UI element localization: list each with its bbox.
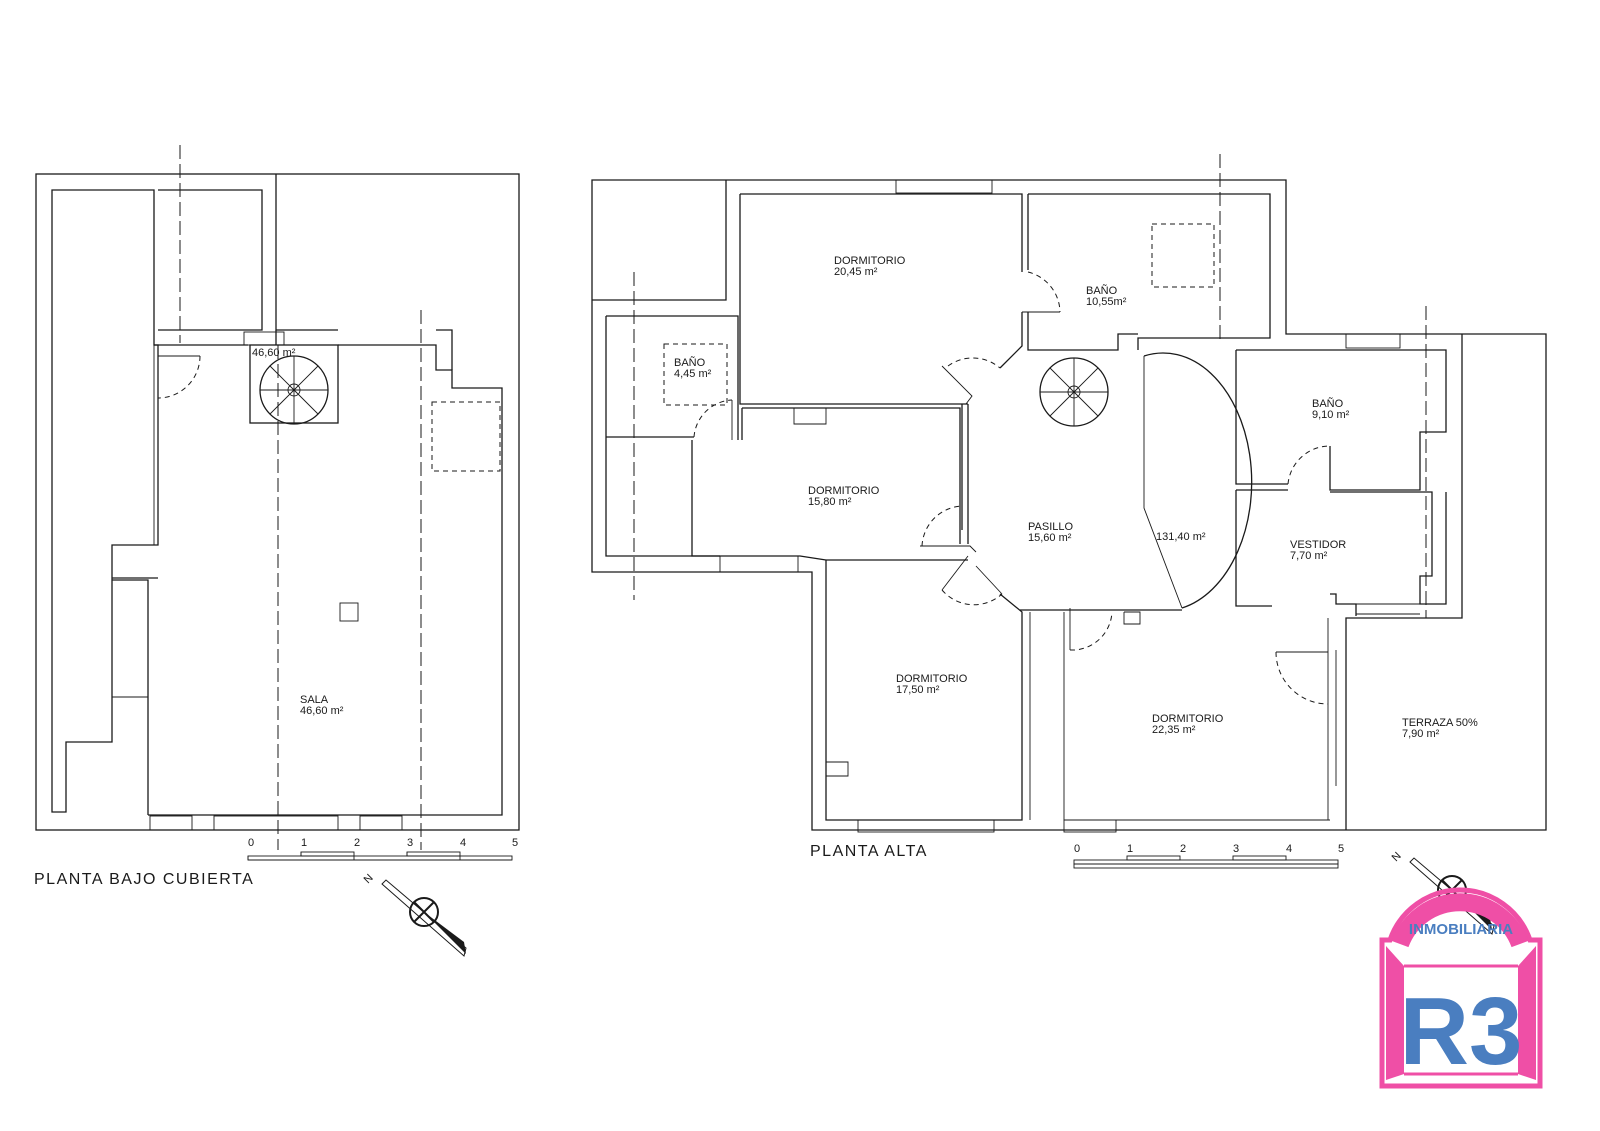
north-letter: N [1390, 850, 1404, 864]
scale-tick: 1 [1127, 843, 1133, 855]
scale-tick: 0 [1074, 843, 1080, 855]
scale-bar-left: 0 1 2 3 4 5 [247, 837, 518, 861]
room-name: SALA [300, 694, 329, 706]
room-area: 46,60 m² [300, 705, 344, 717]
room-name: DORMITORIO [808, 485, 880, 497]
north-letter: N [362, 872, 376, 886]
scale-tick: 3 [1233, 843, 1239, 855]
room-name: PASILLO [1028, 521, 1073, 533]
total-area-label: 131,40 m² [1156, 531, 1206, 543]
room-area: 10,55m² [1086, 296, 1127, 308]
room-name: VESTIDOR [1290, 539, 1346, 551]
scale-tick: 2 [1180, 843, 1186, 855]
scale-tick: 3 [407, 837, 413, 849]
plan-bajo-cubierta [35, 145, 520, 850]
room-area: 4,45 m² [674, 368, 712, 380]
room-area: 17,50 m² [896, 684, 940, 696]
plan-alta [591, 154, 1547, 833]
scale-tick: 0 [248, 837, 254, 849]
scale-bar-right: 0 1 2 3 4 5 [1073, 843, 1344, 869]
room-name: TERRAZA 50% [1402, 717, 1478, 729]
scale-tick: 2 [354, 837, 360, 849]
room-area: 9,10 m² [1312, 409, 1350, 421]
room-area: 15,80 m² [808, 496, 852, 508]
room-name: DORMITORIO [1152, 713, 1224, 725]
scale-tick: 5 [1338, 843, 1344, 855]
room-area: 20,45 m² [834, 266, 878, 278]
room-area: 22,35 m² [1152, 724, 1196, 736]
logo-mark: R3 [1400, 978, 1523, 1085]
room-name: BAÑO [1312, 397, 1344, 410]
room-name: DORMITORIO [834, 255, 906, 267]
room-area: 15,60 m² [1028, 532, 1072, 544]
plan-title: PLANTA BAJO CUBIERTA [34, 871, 254, 888]
room-name: BAÑO [674, 356, 706, 369]
room-area: 7,70 m² [1290, 550, 1328, 562]
scale-tick: 4 [1286, 843, 1292, 855]
r3-arch-logo-icon: INMOBILIARIA R3 [1379, 887, 1543, 1089]
plan-title: PLANTA ALTA [810, 843, 928, 860]
room-name: BAÑO [1086, 284, 1118, 297]
north-arrow-icon: N [362, 872, 467, 957]
room-area: 7,90 m² [1402, 728, 1440, 740]
scale-tick: 5 [512, 837, 518, 849]
logo-top-text: INMOBILIARIA [1409, 921, 1513, 938]
scale-tick: 4 [460, 837, 466, 849]
stair-area-label: 46,60 m² [252, 347, 296, 359]
scale-tick: 1 [301, 837, 307, 849]
room-name: DORMITORIO [896, 673, 968, 685]
